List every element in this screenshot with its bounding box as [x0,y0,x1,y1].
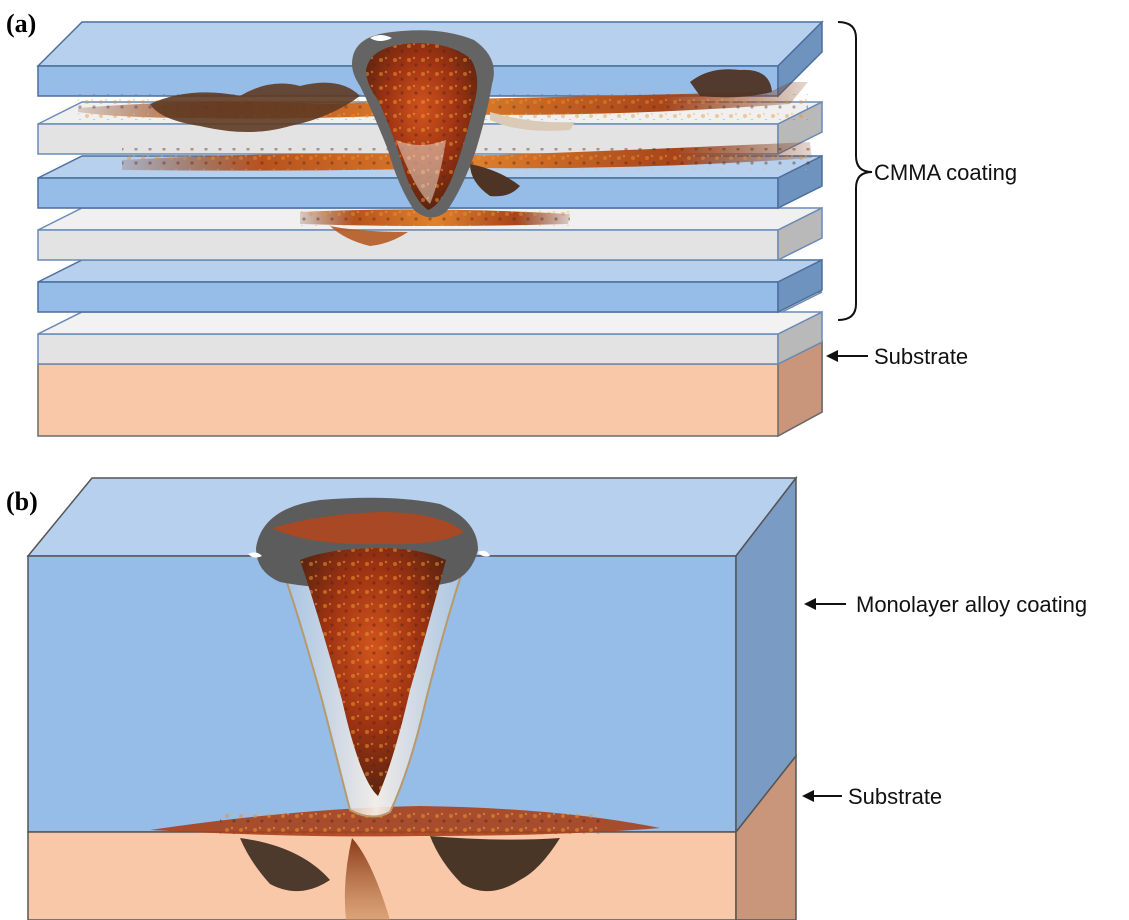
substrate-label-b: Substrate [848,784,942,809]
substrate-annotation-b: Substrate [802,784,942,809]
coating-layer-5-blue [38,260,822,312]
left-arrow-icon [804,598,846,610]
panel-a: (a) [6,9,1017,436]
substrate-annotation-a: Substrate [826,344,968,369]
cmma-coating-label: CMMA coating [874,160,1017,185]
cmma-brace-annotation: CMMA coating [838,22,1017,320]
panel-a-label: (a) [6,9,36,38]
substrate-label-a: Substrate [874,344,968,369]
left-arrow-icon [826,350,868,362]
monolayer-annotation: Monolayer alloy coating [804,592,1087,617]
panel-b: (b) [6,478,1087,920]
monolayer-coating-label: Monolayer alloy coating [856,592,1087,617]
right-brace-icon [838,22,872,320]
left-arrow-icon [802,790,842,802]
panel-b-label: (b) [6,487,38,516]
